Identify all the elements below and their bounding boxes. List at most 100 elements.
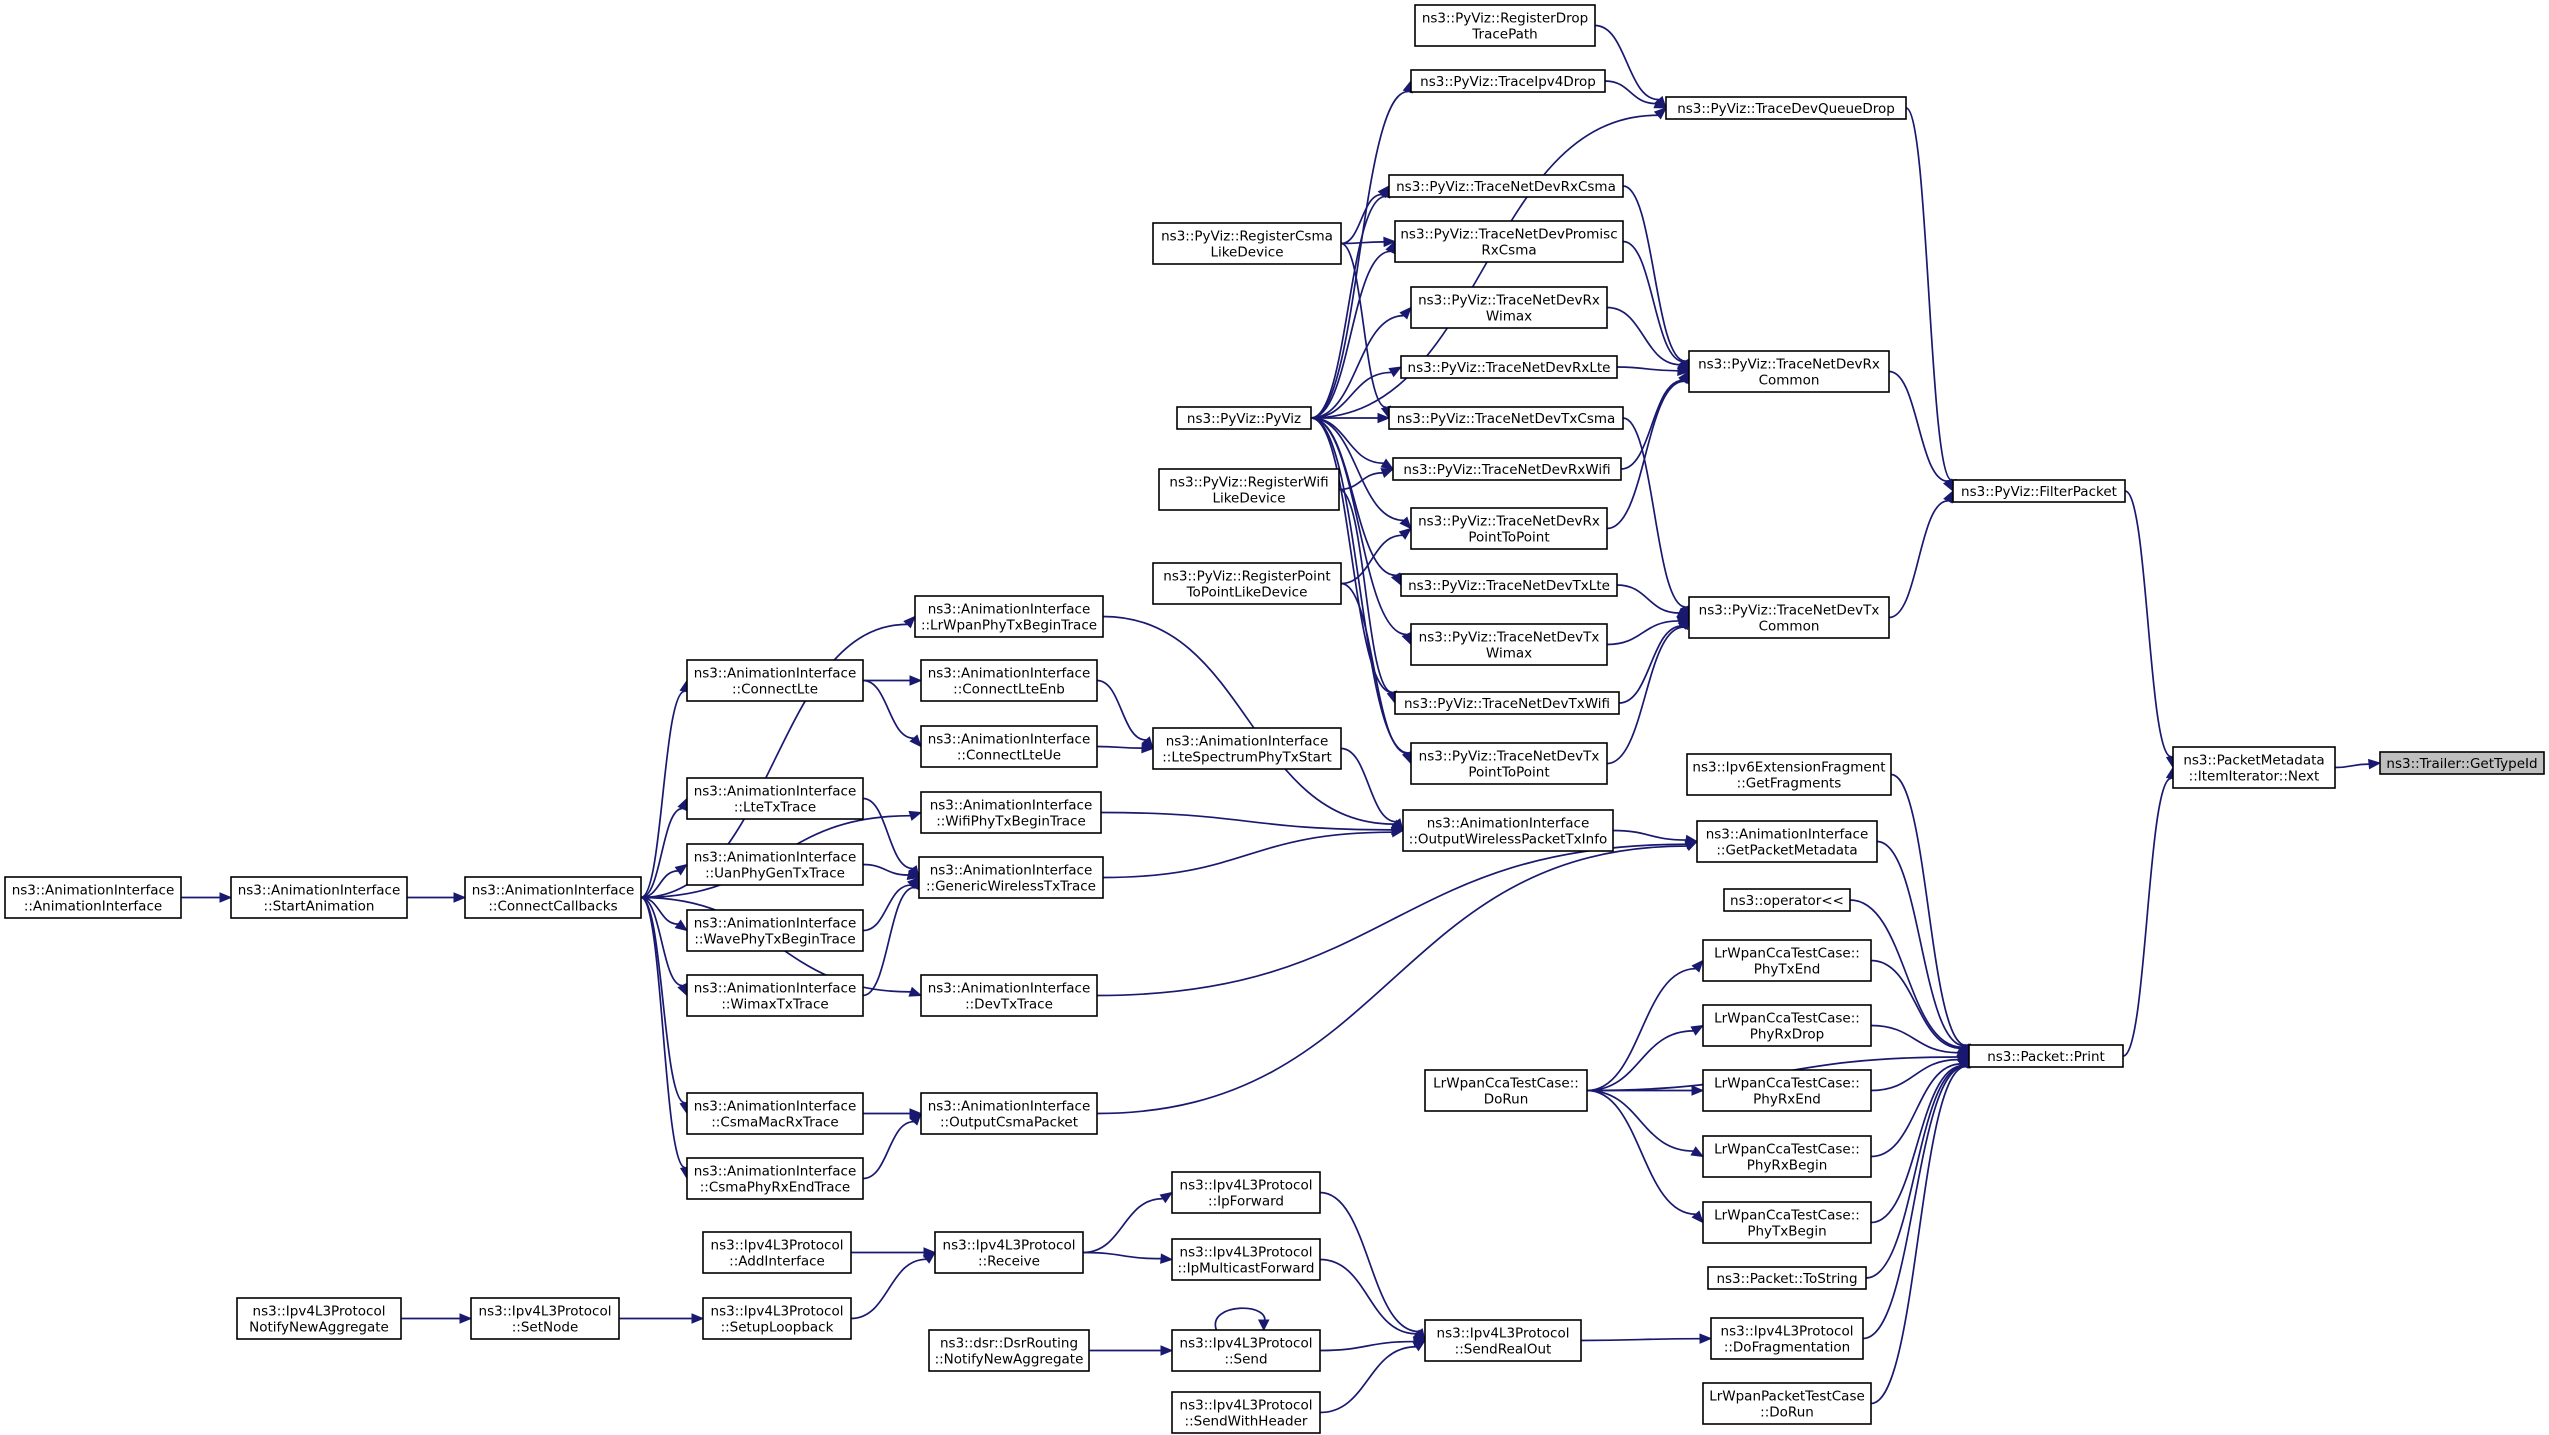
node-packettest_dorun[interactable]: LrWpanPacketTestCase::DoRun <box>1702 1382 1872 1425</box>
node-getpacketmetadata[interactable]: ns3::AnimationInterface::GetPacketMetada… <box>1696 820 1878 863</box>
node-box[interactable] <box>1152 562 1342 605</box>
node-operator_ll[interactable]: ns3::operator<< <box>1723 888 1851 912</box>
node-box[interactable] <box>1402 809 1614 852</box>
node-tracedevqueuedrop[interactable]: ns3::PyViz::TraceDevQueueDrop <box>1665 96 1907 120</box>
node-box[interactable] <box>1171 1171 1321 1214</box>
node-box[interactable] <box>1696 820 1878 863</box>
node-box[interactable] <box>1171 1238 1321 1281</box>
node-pm_next[interactable]: ns3::PacketMetadata::ItemIterator::Next <box>2172 746 2336 789</box>
node-wimaxtxtrace[interactable]: ns3::AnimationInterface::WimaxTxTrace <box>686 974 864 1017</box>
node-traceipv4drop[interactable]: ns3::PyViz::TraceIpv4Drop <box>1410 69 1606 93</box>
node-outputcsmapacket[interactable]: ns3::AnimationInterface::OutputCsmaPacke… <box>920 1092 1098 1135</box>
node-box[interactable] <box>1171 1391 1321 1434</box>
node-box[interactable] <box>686 843 864 886</box>
node-box[interactable] <box>1952 479 2126 503</box>
node-box[interactable] <box>464 876 642 919</box>
node-box[interactable] <box>1410 742 1608 785</box>
node-tracenetdevtxcsma[interactable]: ns3::PyViz::TraceNetDevTxCsma <box>1388 406 1624 430</box>
node-ipv4send[interactable]: ns3::Ipv4L3Protocol::Send <box>1171 1329 1321 1372</box>
node-box[interactable] <box>2172 746 2336 789</box>
node-trailer_gettypeid[interactable]: ns3::Trailer::GetTypeId <box>2379 751 2545 775</box>
node-tracenetdevrxwifi[interactable]: ns3::PyViz::TraceNetDevRxWifi <box>1392 457 1622 481</box>
node-box[interactable] <box>1388 174 1624 198</box>
node-connectlteue[interactable]: ns3::AnimationInterface::ConnectLteUe <box>920 725 1098 768</box>
node-wavephytxbegintrace[interactable]: ns3::AnimationInterface::WavePhyTxBeginT… <box>686 909 864 952</box>
node-box[interactable] <box>1410 623 1608 666</box>
node-tracenetdevrxcsma[interactable]: ns3::PyViz::TraceNetDevRxCsma <box>1388 174 1624 198</box>
node-addinterface[interactable]: ns3::Ipv4L3Protocol::AddInterface <box>702 1231 852 1274</box>
node-startanimation[interactable]: ns3::AnimationInterface::StartAnimation <box>230 876 408 919</box>
node-box[interactable] <box>1171 1329 1321 1372</box>
node-cca_phytxbegin[interactable]: LrWpanCcaTestCase::PhyTxBegin <box>1702 1201 1872 1244</box>
node-box[interactable] <box>686 1092 864 1135</box>
node-box[interactable] <box>1152 727 1342 770</box>
node-box[interactable] <box>686 909 864 952</box>
node-box[interactable] <box>1702 1382 1872 1425</box>
node-box[interactable] <box>920 725 1098 768</box>
node-animationinterface[interactable]: ns3::AnimationInterface::AnimationInterf… <box>4 876 182 919</box>
node-box[interactable] <box>470 1297 620 1340</box>
node-sendwithheader[interactable]: ns3::Ipv4L3Protocol::SendWithHeader <box>1171 1391 1321 1434</box>
node-packet_tostring[interactable]: ns3::Packet::ToString <box>1707 1266 1867 1290</box>
node-devtxtrace[interactable]: ns3::AnimationInterface::DevTxTrace <box>920 974 1098 1017</box>
node-box[interactable] <box>1702 939 1872 982</box>
node-dsr_notifynewaggregate[interactable]: ns3::dsr::DsrRouting::NotifyNewAggregate <box>928 1329 1090 1372</box>
node-box[interactable] <box>920 974 1098 1017</box>
node-dofragmentation[interactable]: ns3::Ipv4L3Protocol::DoFragmentation <box>1710 1317 1864 1360</box>
node-cca_phyrxend[interactable]: LrWpanCcaTestCase::PhyRxEnd <box>1702 1069 1872 1112</box>
node-box[interactable] <box>1414 4 1596 47</box>
node-filterpacket[interactable]: ns3::PyViz::FilterPacket <box>1952 479 2126 503</box>
node-box[interactable] <box>1158 468 1340 511</box>
node-csmaphyrxendtrace[interactable]: ns3::AnimationInterface::CsmaPhyRxEndTra… <box>686 1157 864 1200</box>
node-box[interactable] <box>1723 888 1851 912</box>
node-ipv6extfrag[interactable]: ns3::Ipv6ExtensionFragment::GetFragments <box>1686 753 1892 796</box>
node-tracenetdevtxlte[interactable]: ns3::PyViz::TraceNetDevTxLte <box>1400 573 1618 597</box>
node-box[interactable] <box>920 791 1102 834</box>
node-cca_phyrxbegin[interactable]: LrWpanCcaTestCase::PhyRxBegin <box>1702 1135 1872 1178</box>
node-box[interactable] <box>1707 1266 1867 1290</box>
node-cca_phyrxdrop[interactable]: LrWpanCcaTestCase::PhyRxDrop <box>1702 1004 1872 1047</box>
node-box[interactable] <box>1388 406 1624 430</box>
node-box[interactable] <box>1688 596 1890 639</box>
node-box[interactable] <box>1424 1069 1588 1112</box>
node-box[interactable] <box>920 1092 1098 1135</box>
node-box[interactable] <box>1688 350 1890 393</box>
node-box[interactable] <box>4 876 182 919</box>
node-box[interactable] <box>686 777 864 820</box>
node-box[interactable] <box>702 1297 852 1340</box>
node-ltespectrumphytxstart[interactable]: ns3::AnimationInterface::LteSpectrumPhyT… <box>1152 727 1342 770</box>
node-box[interactable] <box>1702 1069 1872 1112</box>
node-box[interactable] <box>702 1231 852 1274</box>
node-box[interactable] <box>1400 355 1618 379</box>
node-box[interactable] <box>1702 1201 1872 1244</box>
node-cca_phytxend[interactable]: LrWpanCcaTestCase::PhyTxEnd <box>1702 939 1872 982</box>
node-packet_print[interactable]: ns3::Packet::Print <box>1968 1044 2124 1068</box>
node-box[interactable] <box>1400 573 1618 597</box>
node-uanphygentxtrace[interactable]: ns3::AnimationInterface::UanPhyGenTxTrac… <box>686 843 864 886</box>
node-csmamacrxtrace[interactable]: ns3::AnimationInterface::CsmaMacRxTrace <box>686 1092 864 1135</box>
node-box[interactable] <box>918 856 1104 899</box>
node-box[interactable] <box>1710 1317 1864 1360</box>
node-box[interactable] <box>1968 1044 2124 1068</box>
node-connectlte[interactable]: ns3::AnimationInterface::ConnectLte <box>686 659 864 702</box>
node-box[interactable] <box>1394 220 1624 263</box>
node-tracenetdevrxlte[interactable]: ns3::PyViz::TraceNetDevRxLte <box>1400 355 1618 379</box>
node-box[interactable] <box>928 1329 1090 1372</box>
node-box[interactable] <box>1392 457 1622 481</box>
node-tracenetdevtxwifi[interactable]: ns3::PyViz::TraceNetDevTxWifi <box>1394 691 1620 715</box>
node-box[interactable] <box>1702 1004 1872 1047</box>
node-registerp2p[interactable]: ns3::PyViz::RegisterPointToPointLikeDevi… <box>1152 562 1342 605</box>
node-box[interactable] <box>686 659 864 702</box>
node-outputwirelesstxinfo[interactable]: ns3::AnimationInterface::OutputWirelessP… <box>1402 809 1614 852</box>
node-box[interactable] <box>1410 507 1608 550</box>
node-box[interactable] <box>1424 1319 1582 1362</box>
node-box[interactable] <box>920 659 1098 702</box>
node-cca_dorun[interactable]: LrWpanCcaTestCase::DoRun <box>1424 1069 1588 1112</box>
